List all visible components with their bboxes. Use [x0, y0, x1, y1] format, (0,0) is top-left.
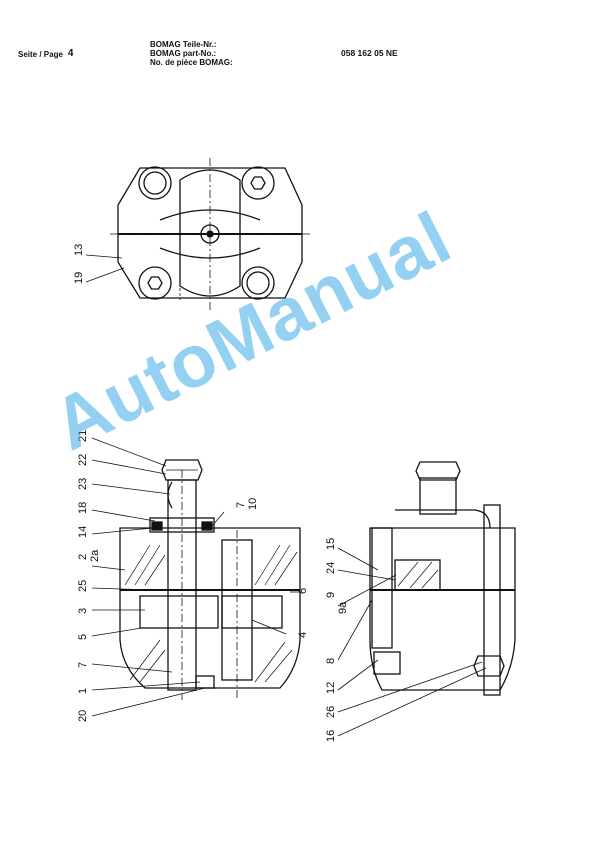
- part-number: 058 162 05 NE: [341, 48, 398, 58]
- top-view-callouts: 13 19: [73, 244, 85, 284]
- callout-9: 9: [325, 592, 337, 598]
- callout-26: 26: [325, 706, 337, 718]
- callout-7-lower: 7: [77, 662, 89, 668]
- callout-14: 14: [77, 526, 89, 538]
- callout-21: 21: [77, 430, 89, 442]
- part-label-de: BOMAG Teile-Nr.:: [150, 40, 217, 49]
- callout-13: 13: [73, 244, 85, 256]
- leader-lines: [85, 254, 487, 737]
- callout-10: 10: [247, 498, 259, 510]
- page-label-text: Seite / Page: [18, 50, 63, 59]
- callout-1: 1: [77, 688, 89, 694]
- left-section-callouts: 21 22 23 18 14 2 2a 25 3 5 7 1 20 7 10 6…: [77, 430, 309, 722]
- callout-23: 23: [77, 478, 89, 490]
- callout-20: 20: [77, 710, 89, 722]
- callout-22: 22: [77, 454, 89, 466]
- callout-4: 4: [297, 632, 309, 638]
- callout-9a: 9a: [337, 601, 349, 614]
- callout-15: 15: [325, 538, 337, 550]
- part-label-en: BOMAG part-No.:: [150, 49, 217, 58]
- right-section-callouts: 15 24 9 9a 8 12 26 16: [325, 538, 349, 742]
- page-number: 4: [67, 48, 74, 59]
- top-view: [110, 158, 310, 310]
- callout-3: 3: [77, 608, 89, 614]
- part-number-labels: BOMAG Teile-Nr.: BOMAG part-No.: No. de …: [150, 40, 233, 67]
- callout-25: 25: [77, 580, 89, 592]
- callout-24: 24: [325, 562, 337, 574]
- left-section-view: [119, 459, 301, 700]
- callout-5: 5: [77, 634, 89, 640]
- callout-7-upper: 7: [235, 502, 247, 508]
- page-label: Seite / Page 4: [18, 48, 74, 60]
- callout-18: 18: [77, 502, 89, 514]
- part-label-fr: No. de pièce BOMAG:: [150, 58, 233, 67]
- right-section-view: [369, 461, 516, 696]
- callout-2: 2: [77, 554, 89, 560]
- callout-2a: 2a: [89, 549, 101, 562]
- callout-6: 6: [297, 588, 309, 594]
- callout-12: 12: [325, 682, 337, 694]
- callout-16: 16: [325, 730, 337, 742]
- callout-8: 8: [325, 658, 337, 664]
- callout-19: 19: [73, 272, 85, 284]
